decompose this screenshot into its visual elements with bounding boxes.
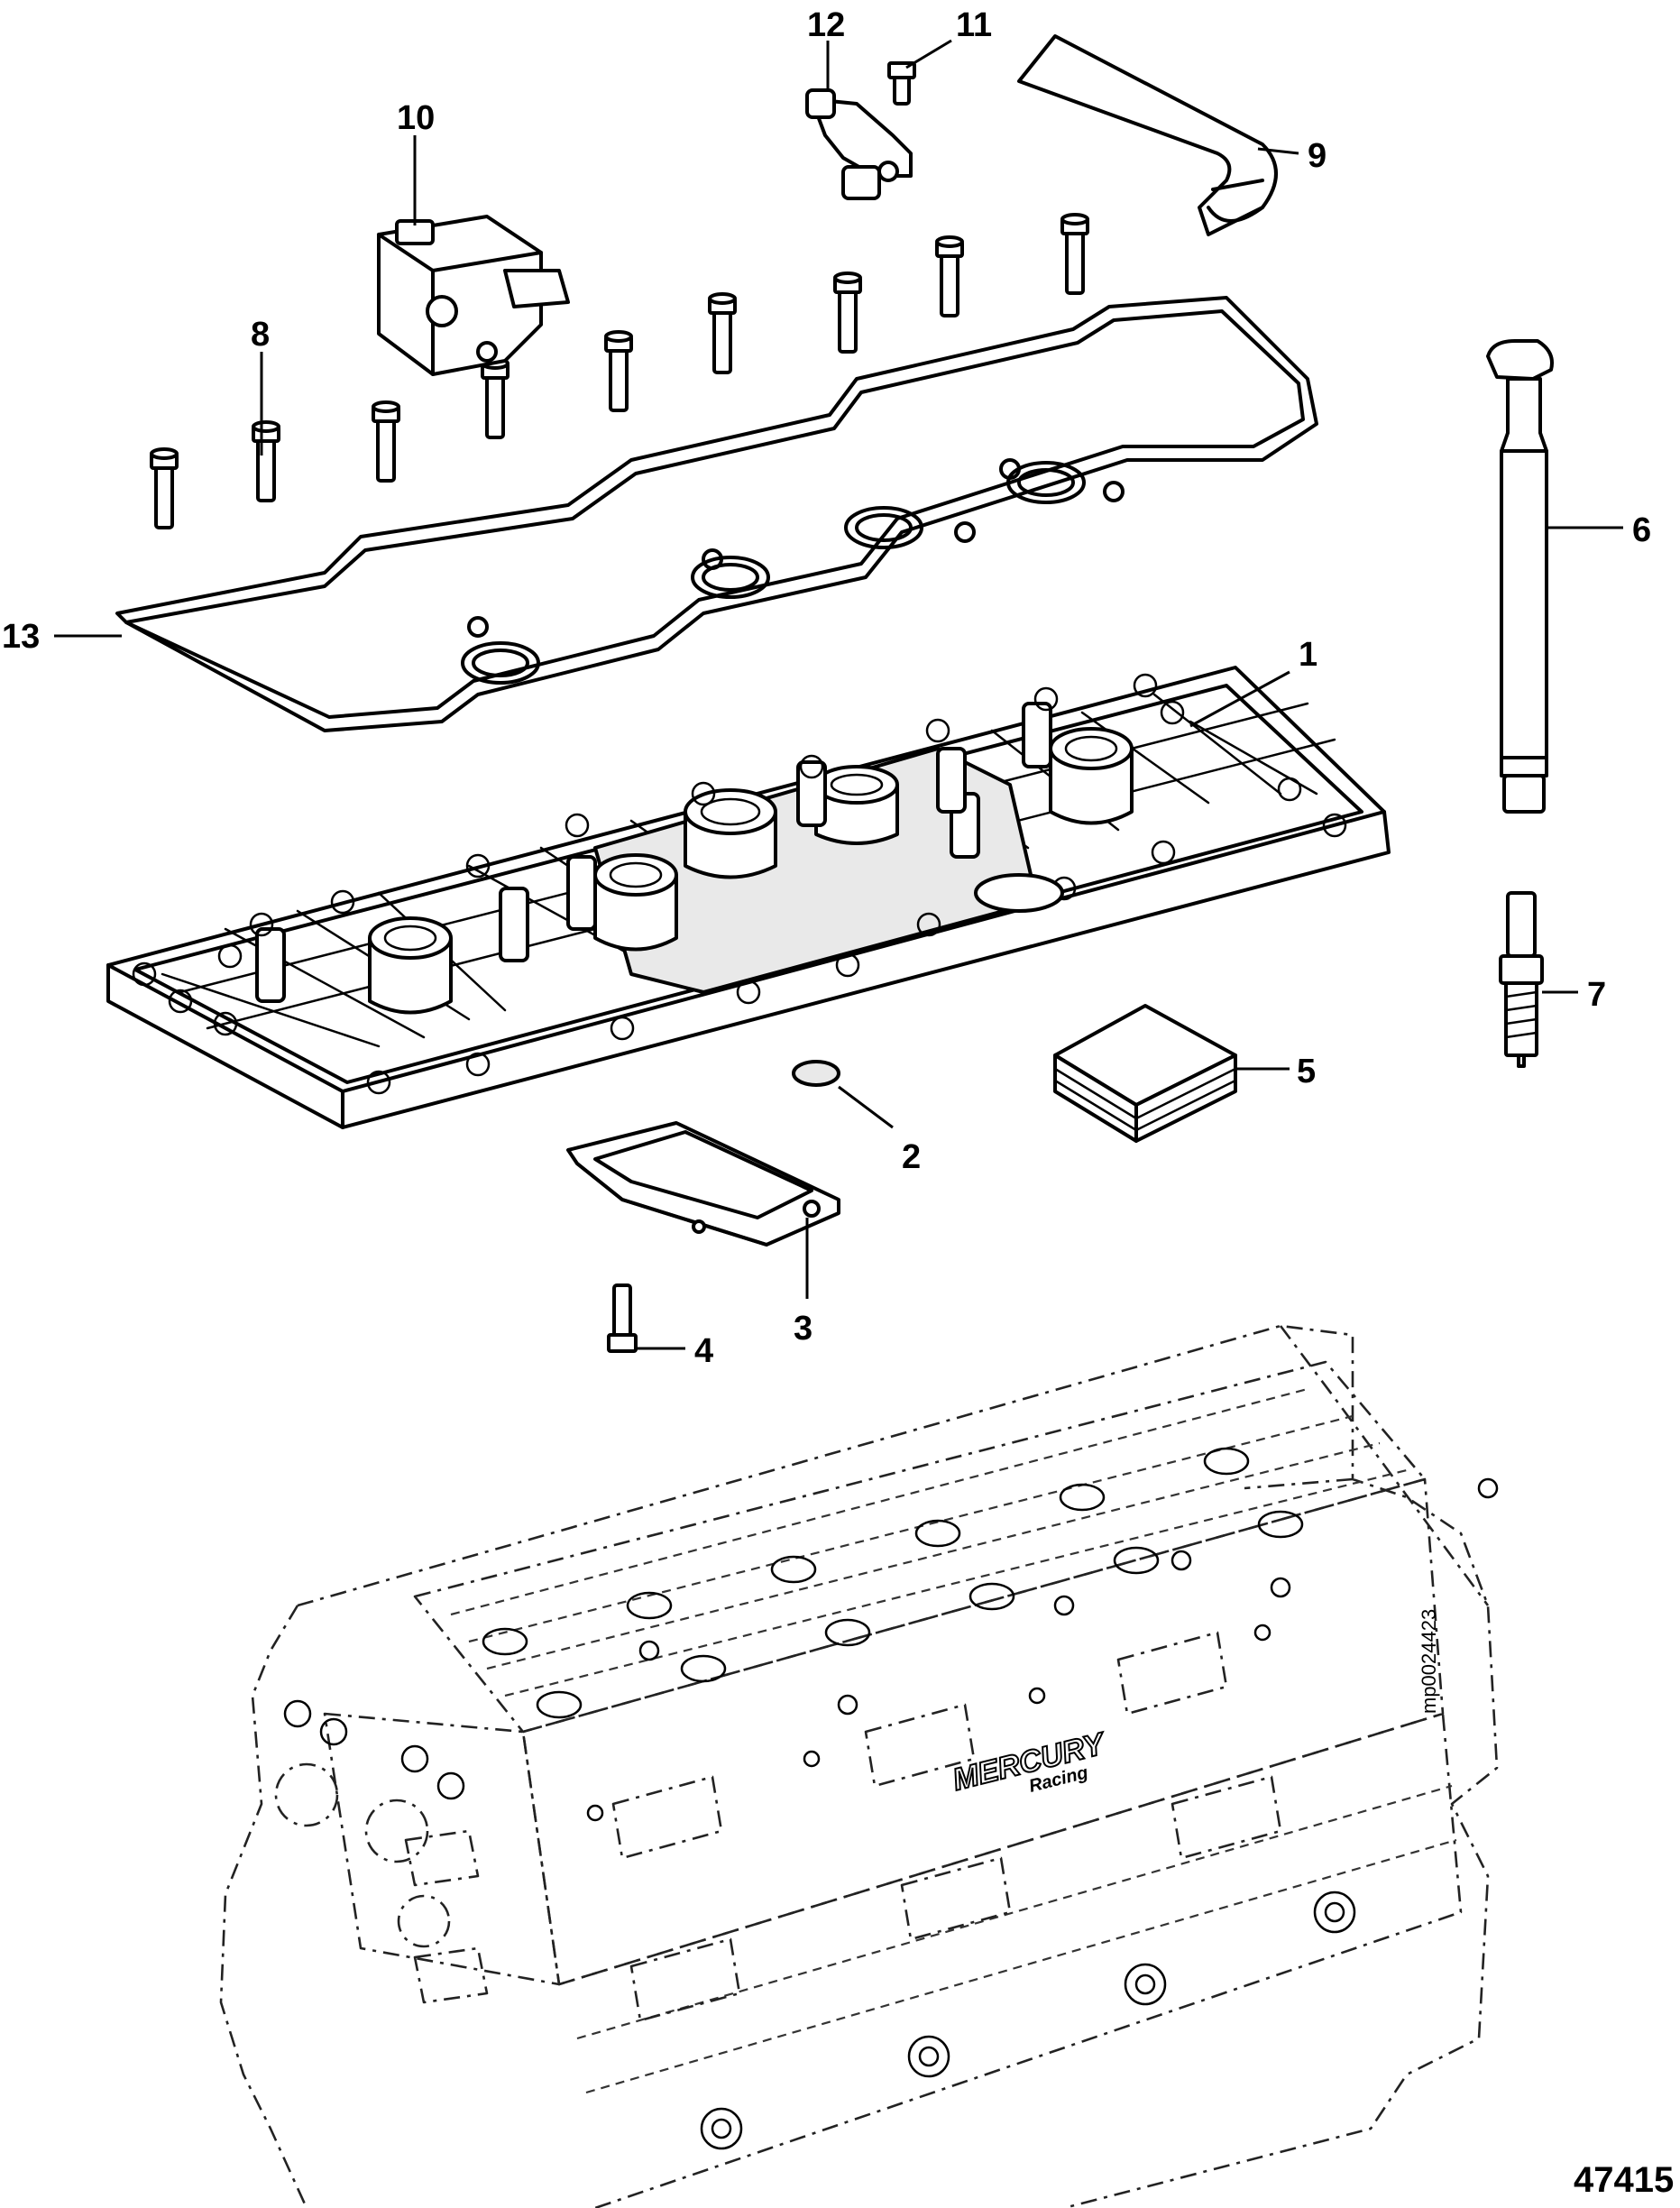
callout-4: 4 xyxy=(694,1332,713,1370)
part-5-sealant-pack xyxy=(1053,1004,1237,1143)
callout-9: 9 xyxy=(1308,137,1327,175)
part-7-spark-plug xyxy=(1499,891,1544,1068)
part-9-hose xyxy=(1017,34,1278,236)
callout-7: 7 xyxy=(1587,976,1606,1014)
part-2-plug xyxy=(792,1060,840,1087)
callout-1: 1 xyxy=(1299,636,1317,674)
part-8-cover-bolts xyxy=(150,213,1089,529)
part-3-shield xyxy=(566,1121,840,1247)
part-11-sensor-bolt xyxy=(887,61,916,106)
part-12-sensor xyxy=(805,88,913,200)
callout-6: 6 xyxy=(1632,511,1651,549)
callout-13: 13 xyxy=(2,618,40,656)
part-1-valve-cover xyxy=(106,666,1391,1129)
leader-lines xyxy=(54,39,1623,1350)
callout-3: 3 xyxy=(794,1310,812,1348)
engine-part-number: mp0024423 xyxy=(1418,1609,1440,1714)
engine-block-phantom: MERCURY Racing mp0024423 xyxy=(219,1324,1499,2208)
callout-10: 10 xyxy=(397,99,435,137)
callout-11: 11 xyxy=(956,6,992,44)
part-6-injector xyxy=(1486,339,1554,814)
callout-labels: 1 2 3 4 5 6 7 8 9 10 11 12 13 xyxy=(2,6,1651,1370)
callout-2: 2 xyxy=(902,1138,921,1176)
callout-12: 12 xyxy=(807,6,845,44)
engine-brand-logo: MERCURY Racing xyxy=(949,1725,1112,1799)
figure-number: 47415 xyxy=(1574,2160,1674,2200)
part-10-actuator xyxy=(377,215,570,376)
callout-8: 8 xyxy=(251,316,270,354)
part-13-cover-gasket xyxy=(115,296,1318,732)
part-4-shield-bolt xyxy=(607,1283,638,1353)
callout-5: 5 xyxy=(1297,1053,1316,1090)
